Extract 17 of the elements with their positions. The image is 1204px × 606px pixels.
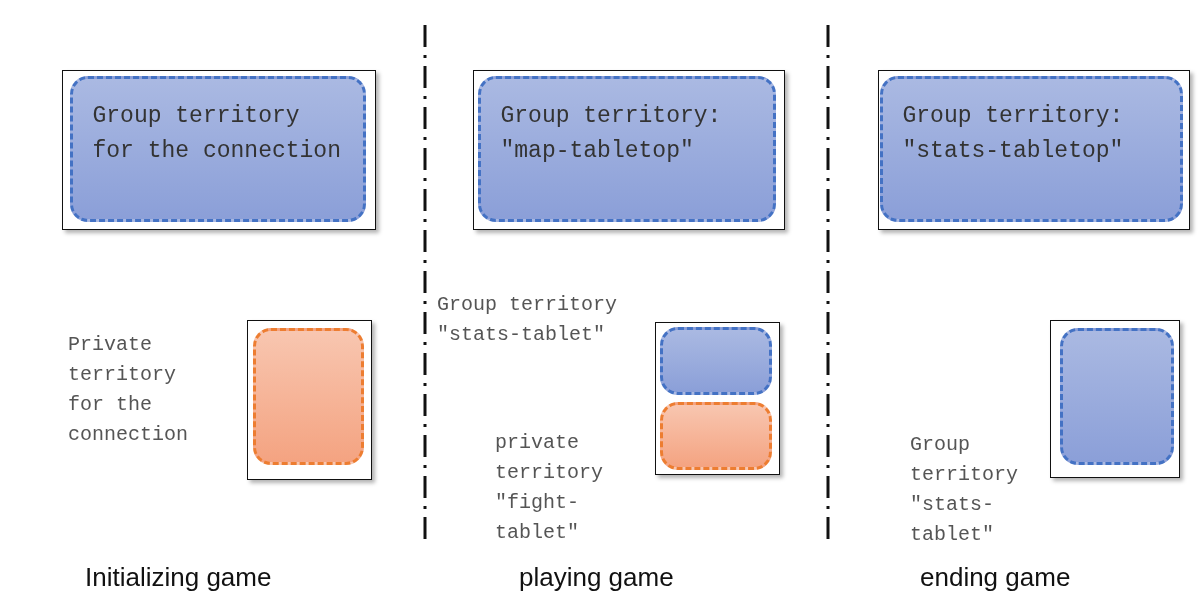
- screen-frame: [1050, 320, 1180, 478]
- territory-caption: Group territory "stats-tablet": [910, 432, 1020, 548]
- territory-box: [1059, 327, 1174, 465]
- screen-frame: [247, 320, 372, 480]
- screen-frame: [655, 322, 780, 475]
- phase-label: ending game: [920, 562, 1071, 593]
- territory-text: Group territory: "map-tabletop": [500, 101, 723, 166]
- territory-text: Group territory for the connection: [92, 101, 342, 166]
- territory-caption: Group territory "stats-tablet": [437, 292, 619, 348]
- territory-box: [659, 401, 772, 470]
- territory-box: [252, 327, 364, 465]
- phase-label: playing game: [519, 562, 674, 593]
- territory-caption: Private territory for the connection: [68, 332, 190, 448]
- territory-caption: private territory "fight-tablet": [495, 430, 605, 546]
- territory-box: [659, 326, 772, 395]
- territory-text: Group territory: "stats-tabletop": [902, 101, 1125, 166]
- phase-label: Initializing game: [85, 562, 272, 593]
